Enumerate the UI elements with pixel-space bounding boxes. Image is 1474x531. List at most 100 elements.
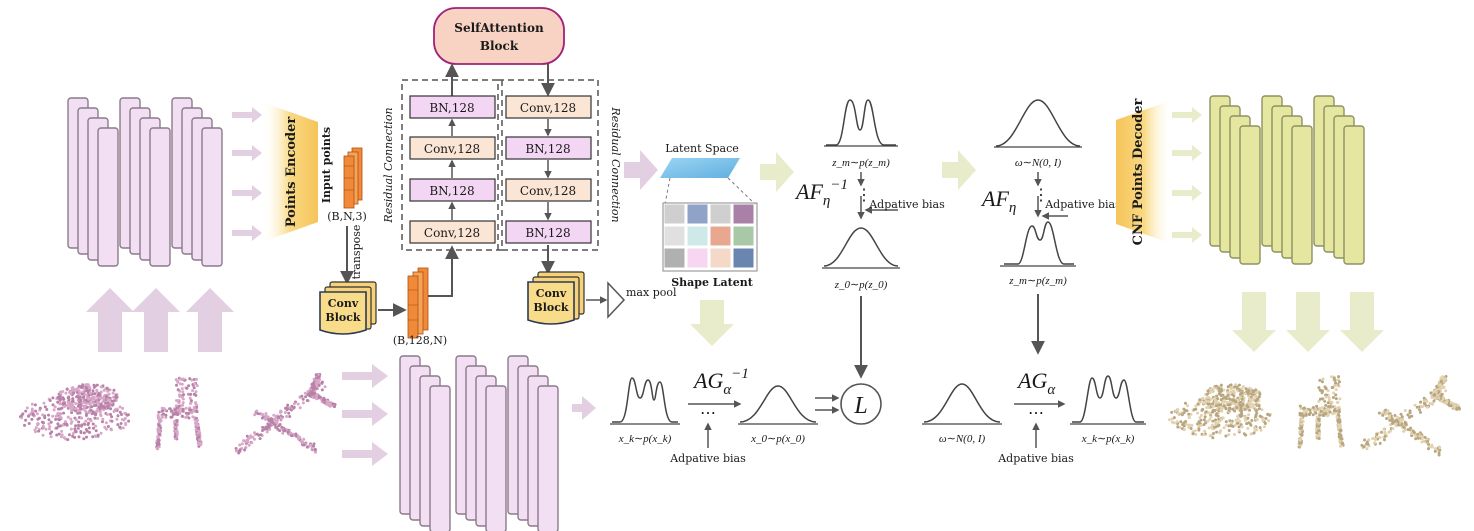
point (315, 397, 319, 401)
point (1206, 419, 1210, 423)
point (1402, 429, 1406, 433)
point (42, 426, 46, 429)
chair-point-cloud-icon (155, 376, 203, 451)
point (1299, 418, 1303, 422)
point (54, 417, 58, 421)
flow-forward-bias-text: Adpative bias (1044, 198, 1121, 211)
point (194, 390, 198, 394)
point (67, 395, 71, 399)
latent-cell (686, 247, 709, 269)
point (1234, 383, 1238, 387)
point (1214, 384, 1218, 388)
point (1224, 434, 1228, 438)
point (20, 414, 24, 417)
point (1244, 392, 1247, 396)
point (65, 423, 69, 427)
point (1318, 406, 1322, 410)
point (1251, 405, 1254, 409)
point (313, 447, 317, 451)
point (1435, 393, 1439, 397)
point (75, 395, 79, 399)
point (118, 425, 122, 429)
point (1422, 396, 1426, 400)
point (27, 414, 30, 418)
point (85, 389, 89, 393)
point (251, 435, 255, 439)
point (195, 418, 199, 422)
point (71, 399, 75, 403)
point (20, 416, 23, 420)
point (94, 429, 98, 433)
point (1211, 405, 1215, 409)
point (1198, 416, 1202, 420)
point (192, 405, 196, 409)
point (173, 420, 176, 424)
point (107, 392, 111, 396)
point (87, 426, 91, 430)
feature-tensor-shape: (B,128,N) (393, 334, 447, 347)
point (176, 408, 180, 412)
point (1331, 396, 1335, 399)
point (1339, 424, 1342, 428)
point (95, 409, 99, 413)
max-pool-label: max pool (626, 286, 677, 299)
point (197, 435, 201, 439)
point (94, 435, 98, 438)
point (66, 438, 70, 442)
point (51, 396, 55, 400)
point (1239, 409, 1243, 413)
decoder-feature-stack (1209, 95, 1365, 265)
point (82, 437, 86, 441)
point (92, 396, 96, 400)
point (1202, 400, 1206, 404)
point (315, 394, 318, 398)
input-feature-stack (67, 97, 223, 267)
point (198, 438, 202, 442)
point (1299, 427, 1303, 431)
point (290, 434, 293, 438)
point (1337, 406, 1341, 409)
feature-panel (537, 385, 559, 531)
point (1170, 410, 1174, 414)
point (1248, 422, 1252, 426)
point (1453, 404, 1457, 408)
point (1208, 434, 1212, 438)
flow-inverse-op: AFη−1 (794, 177, 848, 209)
point (1308, 408, 1312, 412)
ag-inverse-op: AGα−1 (692, 366, 749, 398)
point (1224, 420, 1228, 424)
point (120, 413, 123, 416)
point (331, 402, 335, 406)
point (196, 426, 200, 430)
point (1298, 438, 1302, 442)
flow-inverse-op-sup: −1 (830, 177, 848, 193)
point (116, 423, 120, 427)
point (1245, 422, 1249, 426)
gaussian-curve-omega (995, 99, 1081, 147)
point (1457, 407, 1461, 411)
residual-left-label: Residual Connection (382, 107, 395, 223)
point (175, 432, 179, 436)
point (188, 408, 191, 412)
point (1255, 398, 1259, 402)
point (57, 418, 61, 422)
point (1422, 401, 1426, 405)
point (1226, 385, 1230, 389)
point (277, 415, 281, 419)
point (1240, 425, 1244, 429)
point (264, 412, 268, 416)
shape-latent-label: Shape Latent (671, 276, 754, 289)
point (94, 413, 98, 417)
point (85, 383, 89, 387)
point (173, 435, 177, 438)
point (279, 416, 283, 420)
ag-inverse-dots: ⋯ (700, 403, 716, 422)
point (1213, 425, 1217, 429)
point (160, 415, 164, 419)
point (269, 417, 273, 421)
point (1185, 409, 1189, 413)
point (1266, 413, 1270, 416)
point (43, 405, 47, 409)
point (272, 413, 276, 417)
point (1334, 388, 1338, 392)
